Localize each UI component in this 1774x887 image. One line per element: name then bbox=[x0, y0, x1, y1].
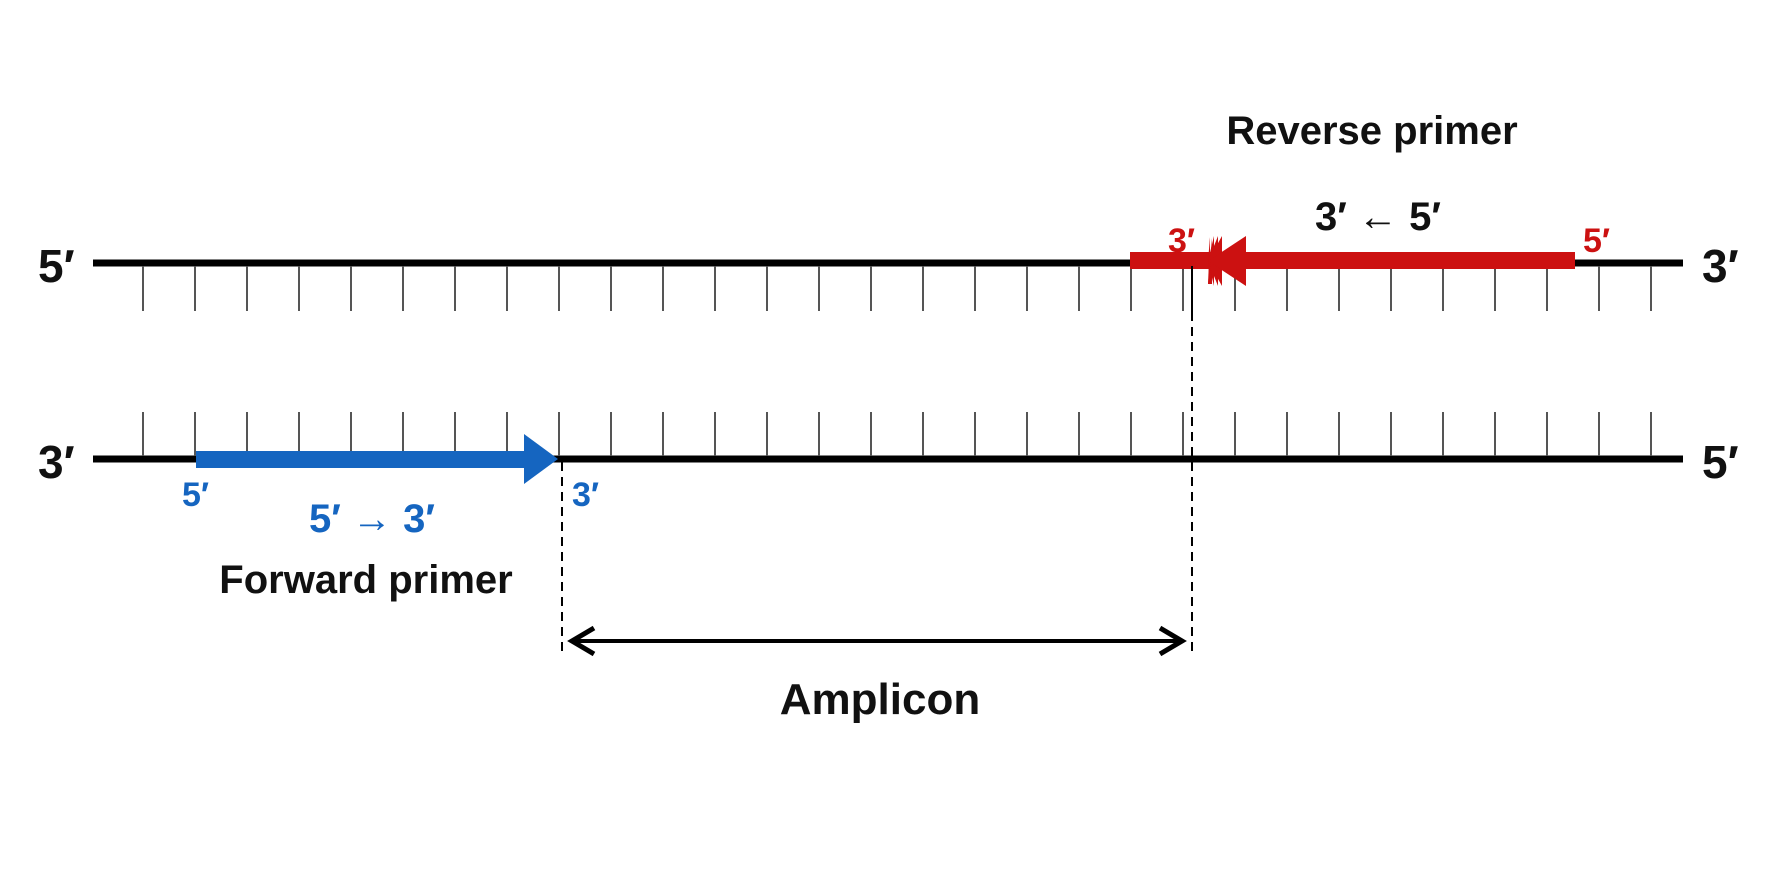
amplicon-label: Amplicon bbox=[780, 675, 980, 724]
bottom-strand-left-end: 3′ bbox=[38, 436, 75, 488]
forward-primer-5-end: 5′ bbox=[182, 476, 209, 514]
forward-primer-direction: 5′ → 3′ bbox=[309, 497, 435, 541]
reverse-primer-body bbox=[1130, 252, 1575, 269]
reverse-primer-direction: 3′ ← 5′ bbox=[1315, 195, 1441, 239]
top-strand-left-end: 5′ bbox=[38, 240, 75, 292]
top-strand-ticks bbox=[142, 266, 1652, 311]
bottom-strand-right-end: 5′ bbox=[1702, 436, 1739, 488]
amplicon-arrow bbox=[567, 625, 1187, 657]
forward-primer-title: Forward primer bbox=[219, 558, 512, 602]
reverse-primer bbox=[1130, 238, 1575, 284]
reverse-primer-arrowhead-full bbox=[1208, 236, 1246, 286]
top-strand-right-end: 3′ bbox=[1702, 240, 1739, 292]
bottom-strand-ticks bbox=[142, 412, 1652, 456]
reverse-primer-3-end: 3′ bbox=[1168, 222, 1195, 260]
forward-primer-body bbox=[196, 451, 528, 468]
reverse-primer-5-end: 5′ bbox=[1583, 222, 1610, 260]
forward-primer-arrowhead bbox=[524, 434, 558, 484]
reverse-primer-title: Reverse primer bbox=[1226, 109, 1517, 153]
forward-primer bbox=[196, 434, 558, 484]
forward-primer-3-end: 3′ bbox=[572, 476, 599, 514]
